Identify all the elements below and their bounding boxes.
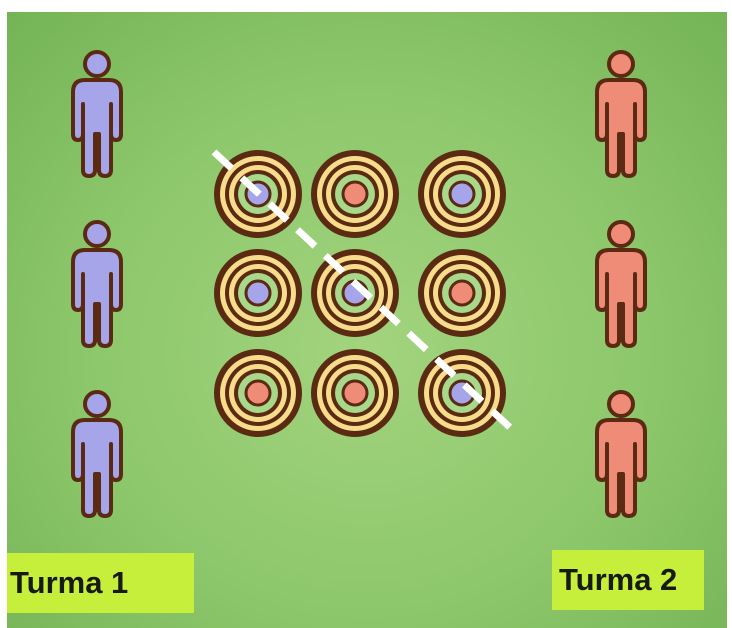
team2-player-3	[595, 390, 647, 518]
team2-piece	[244, 379, 272, 407]
board-cell-r2-c3	[418, 249, 506, 337]
board-cell-r3-c1	[214, 349, 302, 437]
board-cell-r3-c3	[418, 349, 506, 437]
team1-player-1	[71, 50, 123, 178]
board-cell-r2-c1	[214, 249, 302, 337]
team1-piece	[244, 279, 272, 307]
team-2-label: Turma 2	[552, 550, 704, 610]
team2-piece	[341, 379, 369, 407]
team2-piece	[341, 180, 369, 208]
board-cell-r1-c3	[418, 150, 506, 238]
team-1-label: Turma 1	[7, 553, 194, 613]
team2-player-2	[595, 220, 647, 348]
team1-player-3	[71, 390, 123, 518]
team2-player-1	[595, 50, 647, 178]
team2-piece	[448, 279, 476, 307]
winning-line	[211, 149, 520, 437]
game-scene: Turma 1 Turma 2	[7, 12, 727, 628]
board-cell-r2-c2	[311, 249, 399, 337]
board-cell-r3-c2	[311, 349, 399, 437]
team1-piece	[448, 180, 476, 208]
board-cell-r1-c2	[311, 150, 399, 238]
team1-player-2	[71, 220, 123, 348]
game-board-illustration	[71, 50, 647, 518]
